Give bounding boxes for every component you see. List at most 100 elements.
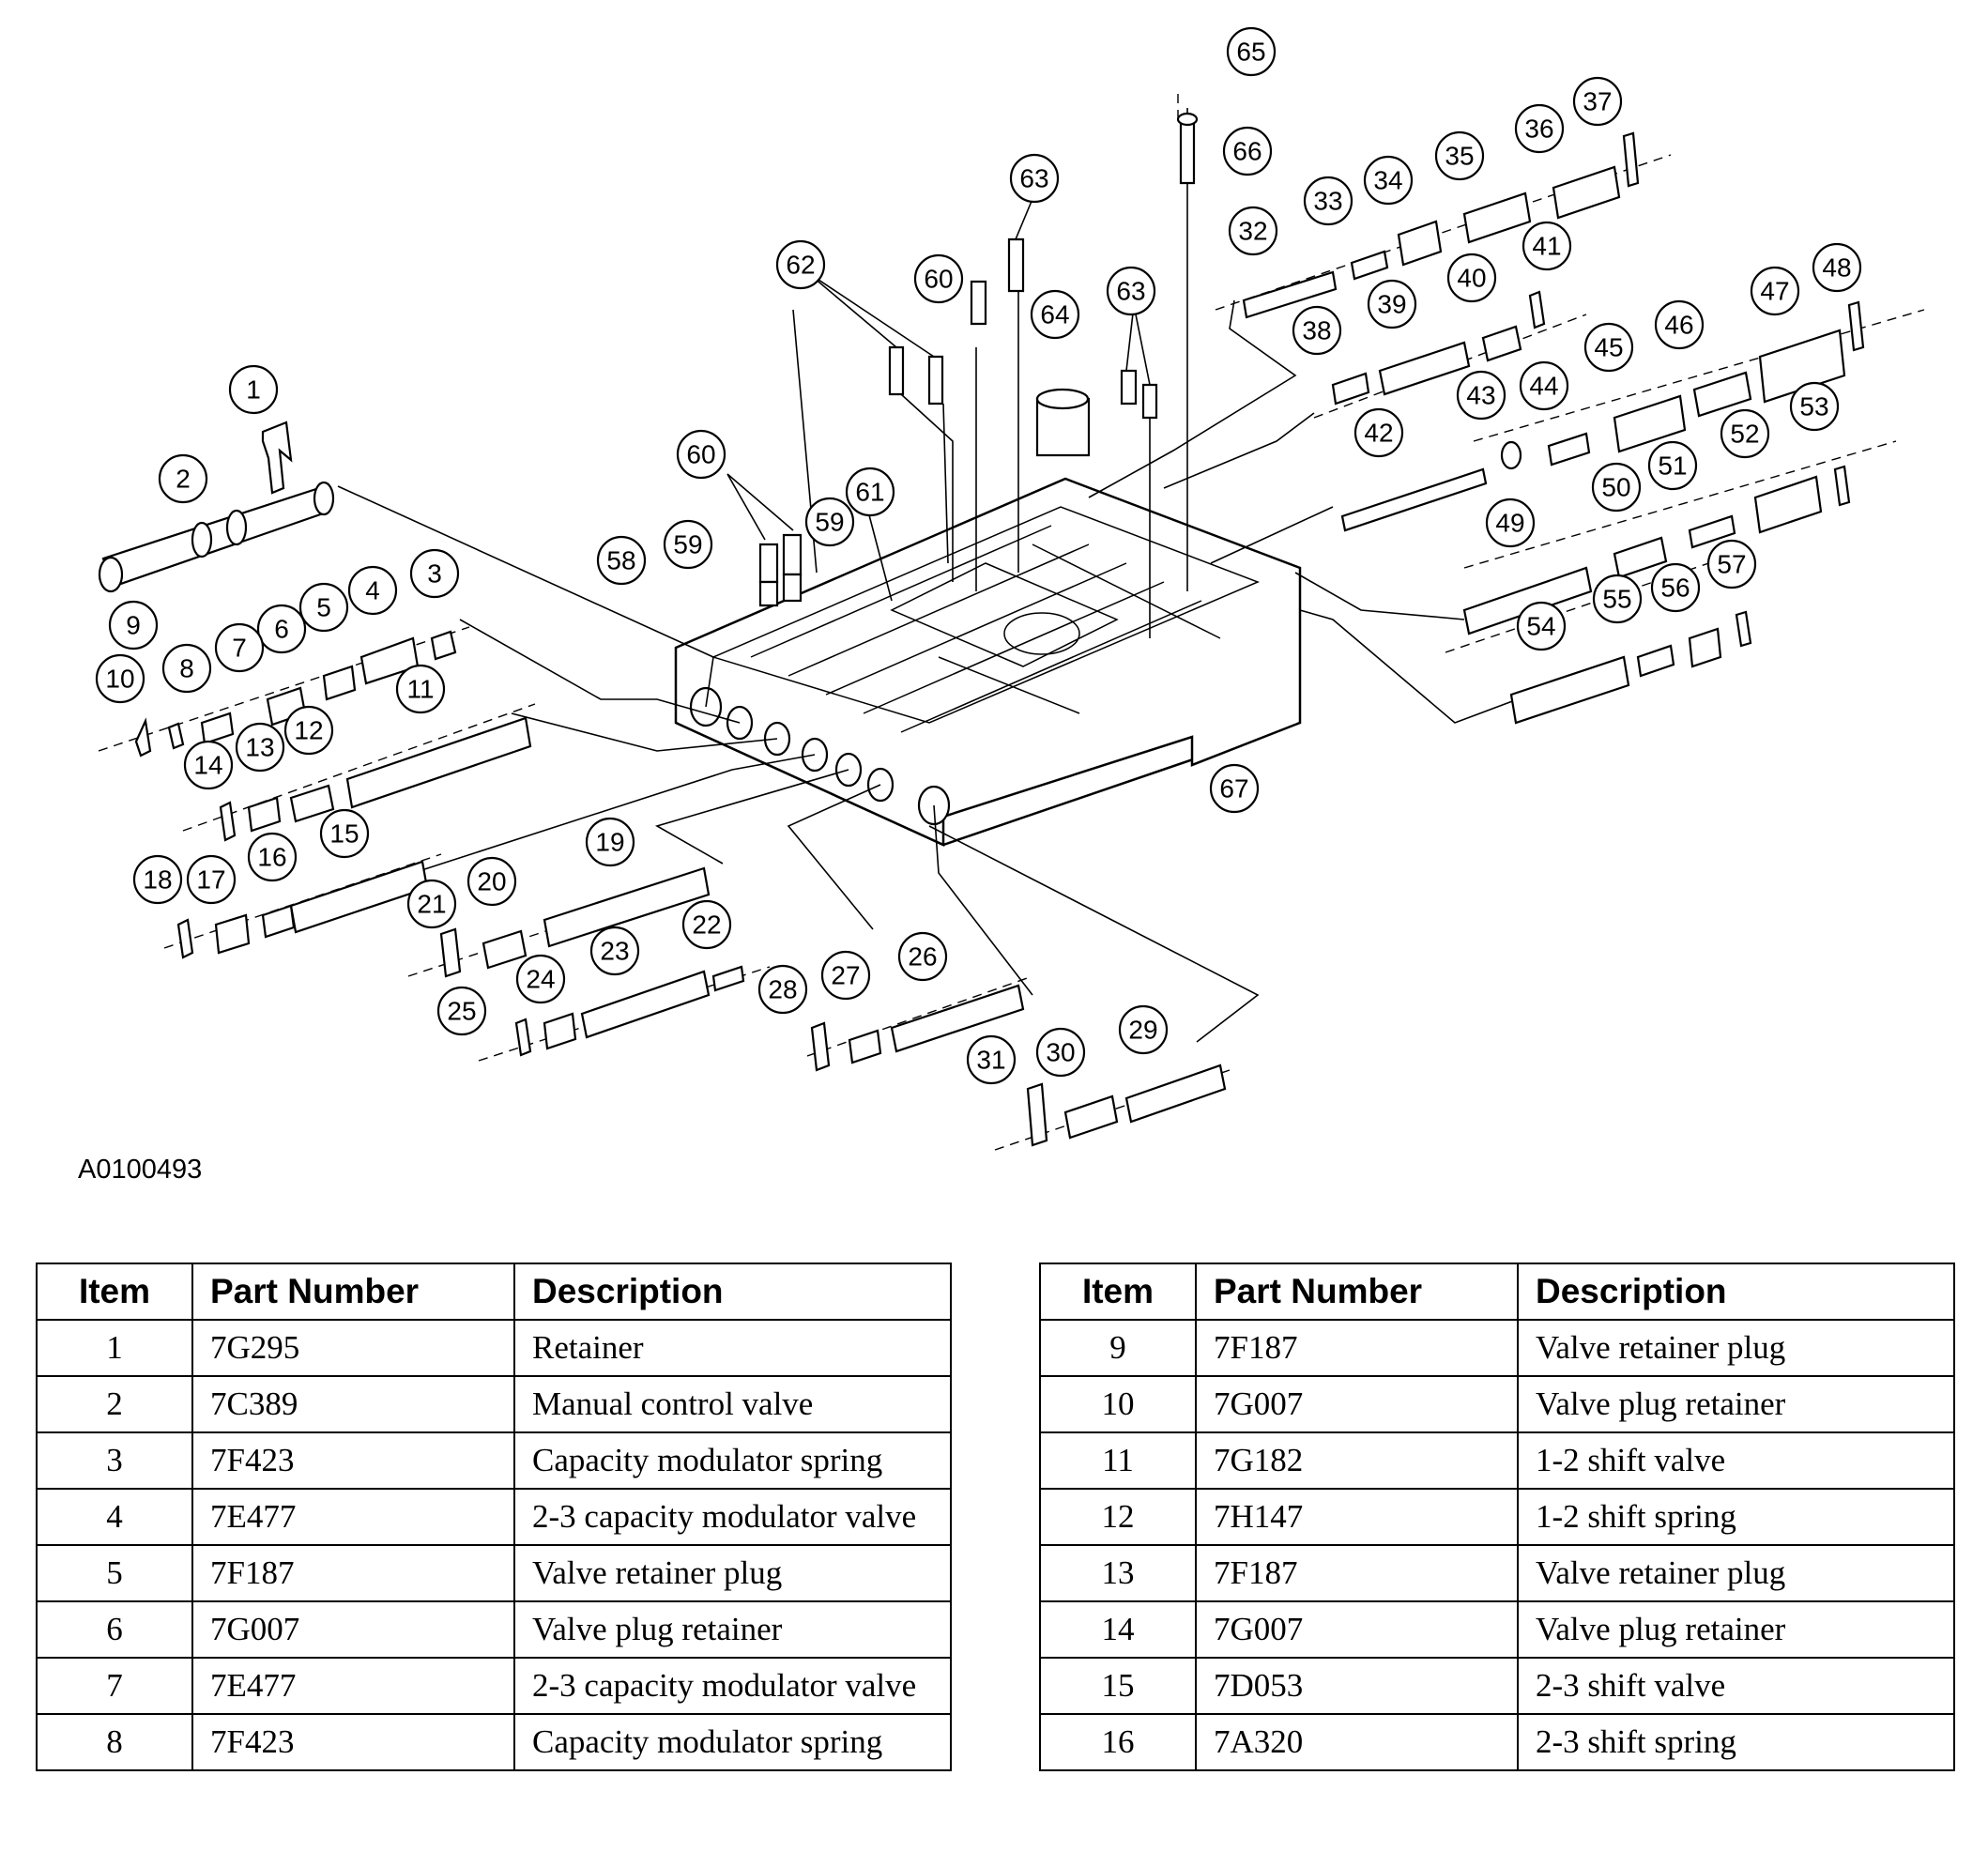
callout-number: 52 — [1730, 420, 1759, 449]
description-cell: 2-3 capacity modulator valve — [513, 1488, 952, 1546]
callout-49: 49 — [1485, 497, 1536, 548]
callout-number: 4 — [365, 576, 380, 605]
callout-23: 23 — [589, 926, 640, 976]
callout-circle — [347, 565, 398, 616]
description-cell: Retainer — [513, 1319, 952, 1377]
exploded-view-diagram: 1234567891011121314151617181920212223242… — [95, 26, 1925, 1151]
description-cell: 1-2 shift spring — [1517, 1488, 1955, 1546]
callout-circle — [1209, 763, 1260, 814]
callout-8: 8 — [161, 643, 212, 694]
callout-circle — [1030, 289, 1080, 340]
item-cell: 2 — [36, 1375, 193, 1433]
callout-circle — [966, 1034, 1017, 1085]
callout-circle — [283, 705, 334, 756]
column-header-part-number: Part Number — [1195, 1263, 1519, 1321]
callout-circle — [1812, 242, 1862, 293]
description-cell: Valve plug retainer — [1517, 1375, 1955, 1433]
item-cell: 9 — [1039, 1319, 1197, 1377]
callout-64: 64 — [1030, 289, 1080, 340]
callout-number: 1 — [246, 375, 261, 405]
part-number-cell: 7C389 — [191, 1375, 515, 1433]
part-number-cell: 7G182 — [1195, 1431, 1519, 1490]
callout-number: 45 — [1594, 333, 1623, 362]
callout-number: 5 — [316, 593, 331, 622]
callout-number: 18 — [143, 865, 172, 895]
callout-29: 29 — [1118, 1004, 1169, 1055]
callout-circle — [1222, 126, 1273, 176]
callout-number: 30 — [1046, 1038, 1075, 1067]
callout-circle — [804, 497, 855, 547]
callout-62: 62 — [775, 239, 826, 290]
part-number-cell: 7G007 — [1195, 1600, 1519, 1659]
callout-50: 50 — [1591, 462, 1642, 513]
callout-26: 26 — [897, 931, 948, 982]
callout-circle — [247, 832, 298, 882]
callout-circle — [395, 664, 446, 714]
callout-circle — [158, 453, 208, 504]
item-cell: 10 — [1039, 1375, 1197, 1433]
callout-circle — [95, 653, 145, 704]
callout-circle — [676, 429, 726, 480]
callout-34: 34 — [1363, 155, 1414, 206]
column-header-description: Description — [1517, 1263, 1955, 1321]
callout-4: 4 — [347, 565, 398, 616]
callout-circle — [436, 986, 487, 1036]
item-cell: 15 — [1039, 1657, 1197, 1715]
callout-number: 56 — [1660, 574, 1690, 603]
callout-22: 22 — [681, 899, 732, 950]
callout-circle — [585, 817, 635, 867]
callout-17: 17 — [186, 854, 237, 905]
item-cell: 8 — [36, 1713, 193, 1771]
description-cell: Valve retainer plug — [1517, 1319, 1955, 1377]
callout-circle — [1292, 305, 1342, 356]
callout-number: 28 — [768, 975, 797, 1004]
callout-number: 23 — [600, 937, 629, 966]
callout-number: 62 — [786, 251, 815, 280]
callout-number: 25 — [447, 997, 476, 1026]
callout-number: 33 — [1313, 187, 1342, 216]
callout-circle — [1226, 26, 1277, 77]
callout-number: 22 — [692, 911, 721, 940]
description-cell: 1-2 shift valve — [1517, 1431, 1955, 1490]
callout-number: 8 — [179, 654, 194, 683]
callout-number: 36 — [1524, 115, 1553, 144]
column-header-description: Description — [513, 1263, 952, 1321]
callout-circle — [186, 854, 237, 905]
callout-48: 48 — [1812, 242, 1862, 293]
callout-number: 48 — [1822, 253, 1851, 283]
callout-number: 39 — [1377, 290, 1406, 319]
callout-2: 2 — [158, 453, 208, 504]
part-number-cell: 7G295 — [191, 1319, 515, 1377]
callout-number: 59 — [673, 530, 702, 559]
callout-60: 60 — [913, 253, 964, 304]
callout-circle — [1654, 299, 1705, 350]
callout-58: 58 — [596, 535, 647, 586]
callout-number: 60 — [924, 265, 953, 294]
callout-circle — [235, 722, 285, 773]
callout-circle — [845, 467, 895, 517]
part-number-cell: 7G007 — [191, 1600, 515, 1659]
callout-number: 51 — [1658, 452, 1687, 481]
callout-circle — [1750, 266, 1800, 316]
callout-number: 37 — [1583, 87, 1612, 116]
callout-55: 55 — [1592, 574, 1643, 624]
callout-42: 42 — [1353, 407, 1404, 458]
part-number-cell: 7D053 — [1195, 1657, 1519, 1715]
callout-24: 24 — [515, 954, 566, 1004]
callout-number: 57 — [1717, 550, 1746, 579]
description-cell: Valve retainer plug — [1517, 1544, 1955, 1602]
callout-46: 46 — [1654, 299, 1705, 350]
callout-27: 27 — [820, 950, 871, 1001]
callout-number: 42 — [1364, 419, 1393, 448]
callout-circle — [663, 519, 713, 570]
part-number-cell: 7F423 — [191, 1713, 515, 1771]
